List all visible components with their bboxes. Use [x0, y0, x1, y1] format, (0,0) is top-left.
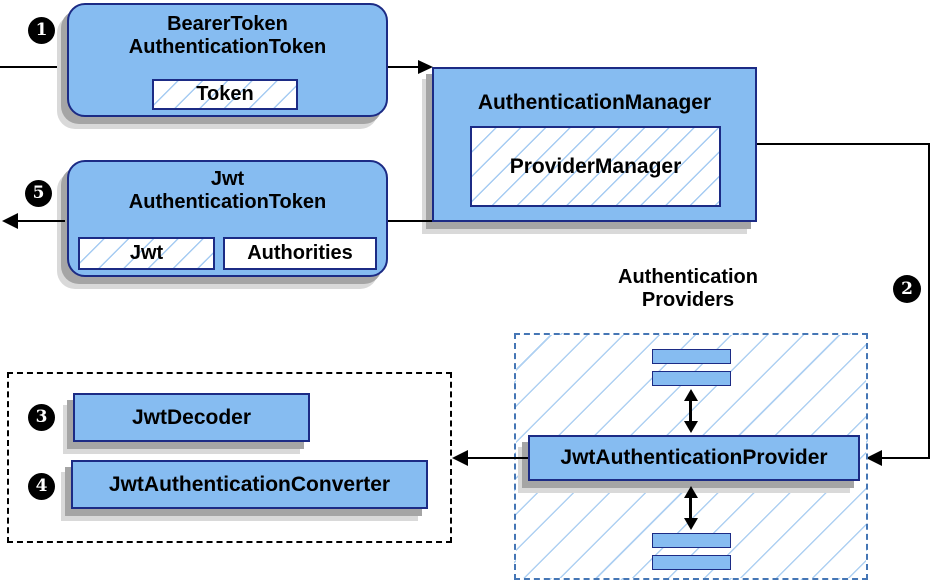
provider-placeholder-bar: [652, 533, 731, 548]
authorities-field-label: Authorities: [247, 242, 353, 264]
authentication-providers-label: Authentication Providers: [588, 266, 788, 312]
arrowhead-right-icon: [418, 60, 433, 74]
double-arrow-line: [689, 398, 692, 424]
authorities-field: Authorities: [223, 237, 377, 270]
bearer-token-authentication-token-node: BearerToken AuthenticationToken Token: [67, 3, 388, 117]
jwt-decoder-label: JwtDecoder: [131, 405, 252, 429]
provider-placeholder-bar: [652, 349, 731, 364]
flow-line-manager-to-jwt-token: [388, 220, 432, 222]
authentication-providers-label-line2: Providers: [641, 289, 735, 311]
flow-line-step2-into-provider: [880, 457, 930, 459]
flow-line-response-out: [14, 220, 65, 222]
step-2-badge: 2: [893, 275, 921, 303]
flow-line-step2-vertical: [928, 143, 930, 459]
jwt-token-node-title: Jwt AuthenticationToken: [69, 168, 386, 214]
jwt-decoder-node: JwtDecoder: [73, 393, 310, 442]
step-3-badge: 3: [28, 404, 55, 431]
jwt-field: Jwt: [78, 237, 215, 270]
authentication-manager-title: AuthenticationManager: [477, 91, 712, 114]
jwt-authentication-converter-node: JwtAuthenticationConverter: [71, 460, 428, 509]
bearer-token-title-line2: AuthenticationToken: [128, 36, 327, 58]
arrowhead-up-icon: [683, 486, 698, 498]
jwt-authentication-provider-node: JwtAuthenticationProvider: [528, 435, 860, 481]
double-arrow-line: [689, 495, 692, 521]
bearer-token-node-title: BearerToken AuthenticationToken: [69, 13, 386, 59]
flow-line-provider-to-decoder: [466, 457, 528, 459]
flow-line-request-in: [0, 66, 67, 68]
arrowhead-down-icon: [683, 518, 698, 530]
step-1-badge: 1: [28, 17, 55, 44]
jwt-authentication-converter-label: JwtAuthenticationConverter: [108, 472, 391, 496]
flow-line-bearer-to-manager: [388, 66, 420, 68]
jwt-authentication-provider-label: JwtAuthenticationProvider: [560, 446, 828, 469]
token-field-label: Token: [196, 83, 254, 105]
authentication-manager-node: AuthenticationManager ProviderManager: [432, 67, 757, 222]
provider-placeholder-bar: [652, 371, 731, 386]
step-4-badge: 4: [28, 473, 55, 500]
arrowhead-up-icon: [683, 389, 698, 401]
provider-manager-field: ProviderManager: [470, 126, 721, 207]
jwt-token-title-line1: Jwt: [210, 168, 245, 190]
provider-manager-label: ProviderManager: [509, 154, 682, 178]
decoder-converter-container: [7, 372, 452, 543]
jwt-field-label: Jwt: [129, 242, 164, 264]
bearer-token-title-line1: BearerToken: [167, 13, 288, 35]
arrowhead-left-icon: [2, 213, 18, 229]
token-field: Token: [152, 79, 298, 110]
jwt-authentication-token-node: Jwt AuthenticationToken Jwt Authorities: [67, 160, 388, 277]
arrowhead-left-icon: [866, 450, 882, 466]
flow-line-step2-horizontal: [757, 143, 930, 145]
jwt-token-title-line2: AuthenticationToken: [128, 191, 327, 213]
arrowhead-left-icon: [452, 450, 468, 466]
authentication-providers-label-line1: Authentication: [618, 266, 758, 288]
provider-placeholder-bar: [652, 555, 731, 570]
arrowhead-down-icon: [683, 421, 698, 433]
step-5-badge: 5: [25, 180, 52, 207]
